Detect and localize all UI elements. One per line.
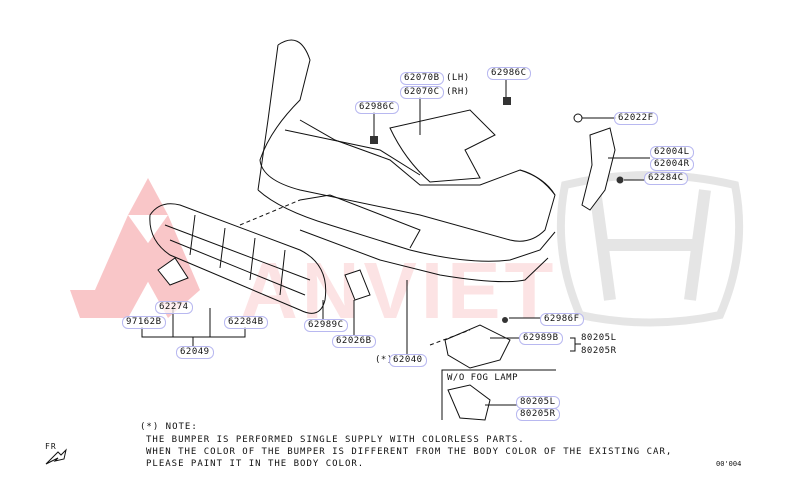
part-62004l[interactable]: 62004L (650, 146, 694, 159)
part-62986c-left[interactable]: 62986C (355, 101, 399, 114)
part-62989c[interactable]: 62989C (304, 319, 348, 332)
bumper-cover (257, 39, 556, 283)
bracket-62026b (344, 269, 371, 301)
note-line-3: PLEASE PAINT IT IN THE BODY COLOR. (146, 459, 365, 469)
clip-62986c-top (503, 97, 511, 105)
part-62026b[interactable]: 62026B (332, 335, 376, 348)
part-62989b[interactable]: 62989B (519, 332, 563, 345)
diagram-code: 00'004 (716, 460, 742, 468)
part-62986c-top[interactable]: 62986C (487, 67, 531, 80)
front-direction-label: FR (45, 442, 57, 451)
part-62070b-side: (LH) (446, 73, 470, 83)
part-62986f[interactable]: 62986F (540, 313, 584, 326)
front-direction-arrow-icon (45, 448, 67, 465)
part-62070c[interactable]: 62070C (400, 86, 444, 99)
watermark-logo-left (70, 178, 200, 318)
leader-lines (141, 80, 650, 420)
fog-cover-80205 (444, 324, 511, 369)
bolt-62284c (616, 176, 624, 184)
part-62070c-side: (RH) (446, 87, 470, 97)
part-62004r[interactable]: 62004R (650, 158, 694, 171)
part-80205l[interactable]: 80205L (581, 333, 617, 343)
part-62284c[interactable]: 62284C (644, 172, 688, 185)
bolt-62986f (502, 317, 508, 323)
part-80205r[interactable]: 80205R (581, 346, 617, 356)
part-62040-prefix: (*) (375, 355, 393, 365)
part-62284b[interactable]: 62284B (224, 316, 268, 329)
note-line-1: THE BUMPER IS PERFORMED SINGLE SUPPLY WI… (146, 435, 525, 445)
note-line-2: WHEN THE COLOR OF THE BUMPER IS DIFFEREN… (146, 447, 673, 457)
part-80205r-fog[interactable]: 80205R (516, 408, 560, 421)
fog-lamp-section-title: W/O FOG LAMP (447, 373, 519, 383)
side-bracket (389, 109, 496, 183)
part-62022f[interactable]: 62022F (614, 112, 658, 125)
part-62040[interactable]: 62040 (389, 354, 427, 367)
nut-62022f (573, 113, 583, 123)
part-62049[interactable]: 62049 (176, 346, 214, 359)
clip-62274 (157, 257, 189, 286)
part-62274[interactable]: 62274 (155, 301, 193, 314)
note-heading: (*) NOTE: (140, 422, 198, 432)
fog-cover-80205-alt (447, 384, 491, 421)
part-62070b[interactable]: 62070B (400, 72, 444, 85)
part-97162b[interactable]: 97162B (122, 316, 166, 329)
stay-bracket (581, 127, 616, 211)
watermark-text: ANVIET (240, 246, 557, 335)
grille (149, 203, 327, 314)
clip-62986c-left (370, 136, 378, 144)
